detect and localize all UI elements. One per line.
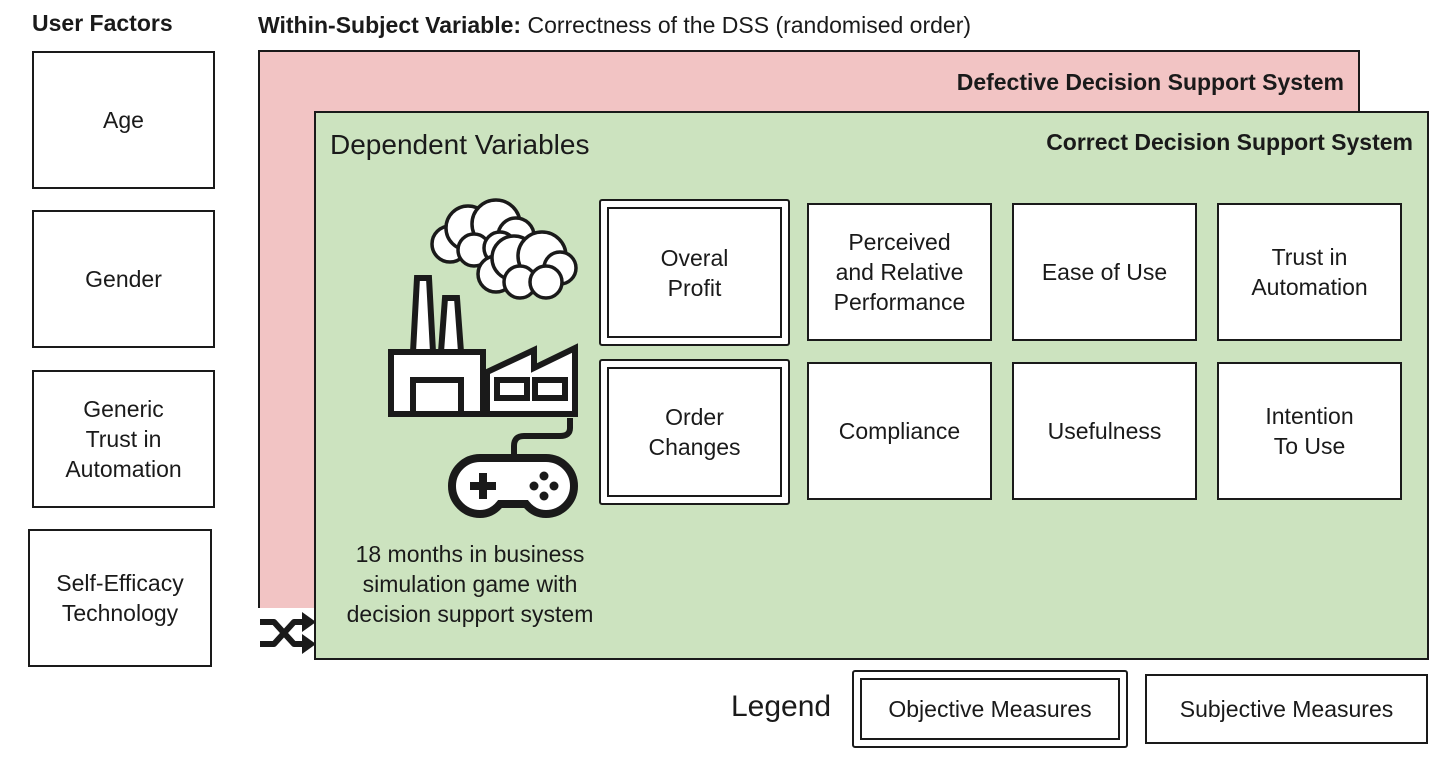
measure-label: Usefulness bbox=[1047, 418, 1162, 444]
user-factor-label: Gender bbox=[85, 266, 162, 292]
user-factors-title: User Factors bbox=[32, 10, 173, 36]
measure-overal-profit: Overal Profit bbox=[599, 199, 790, 346]
measure-intention-to-use: Intention To Use bbox=[1217, 362, 1402, 500]
user-factor-generic-trust: Generic Trust in Automation bbox=[32, 370, 215, 508]
measure-label: Intention To Use bbox=[1265, 403, 1354, 459]
measure-compliance: Compliance bbox=[807, 362, 992, 500]
measure-label: Ease of Use bbox=[1041, 259, 1168, 285]
shuffle-icon bbox=[258, 608, 320, 656]
within-subject-label: Within-Subject Variable: bbox=[258, 12, 522, 38]
measure-trust-in-automation: Trust in Automation bbox=[1217, 203, 1402, 341]
legend-objective: Objective Measures bbox=[852, 670, 1128, 748]
measure-usefulness: Usefulness bbox=[1012, 362, 1197, 500]
correct-dss-label: Correct Decision Support System bbox=[1046, 129, 1413, 155]
measure-label: Compliance bbox=[838, 418, 961, 444]
measure-label: Order Changes bbox=[648, 404, 741, 460]
defective-dss-label: Defective Decision Support System bbox=[956, 69, 1344, 95]
legend-label: Legend bbox=[731, 690, 832, 723]
legend-subjective-label: Subjective Measures bbox=[1179, 696, 1394, 722]
measure-perceived-performance: Perceived and Relative Performance bbox=[807, 203, 992, 341]
within-subject-title: Within-Subject Variable: Correctness of … bbox=[258, 12, 971, 39]
simulation-description: 18 months in business simulation game wi… bbox=[346, 541, 594, 627]
legend-objective-label: Objective Measures bbox=[888, 696, 1092, 722]
cloud-icon bbox=[430, 198, 578, 300]
measure-label: Overal Profit bbox=[660, 244, 729, 301]
measure-ease-of-use: Ease of Use bbox=[1012, 203, 1197, 341]
user-factor-label: Age bbox=[103, 107, 144, 133]
user-factor-label: Self-Efficacy Technology bbox=[56, 570, 184, 626]
measure-label: Perceived and Relative Performance bbox=[833, 229, 966, 315]
user-factor-gender: Gender bbox=[32, 210, 215, 348]
gamepad-icon bbox=[448, 418, 578, 519]
factory-icon bbox=[388, 275, 578, 417]
user-factor-self-efficacy: Self-Efficacy Technology bbox=[28, 529, 212, 667]
measure-order-changes: Order Changes bbox=[599, 359, 790, 505]
user-factor-age: Age bbox=[32, 51, 215, 189]
user-factor-label: Generic Trust in Automation bbox=[65, 396, 182, 482]
legend-subjective: Subjective Measures bbox=[1145, 674, 1428, 744]
within-subject-description: Correctness of the DSS (randomised order… bbox=[521, 12, 972, 38]
measure-label: Trust in Automation bbox=[1251, 244, 1368, 300]
dependent-variables-label: Dependent Variables bbox=[330, 129, 590, 160]
